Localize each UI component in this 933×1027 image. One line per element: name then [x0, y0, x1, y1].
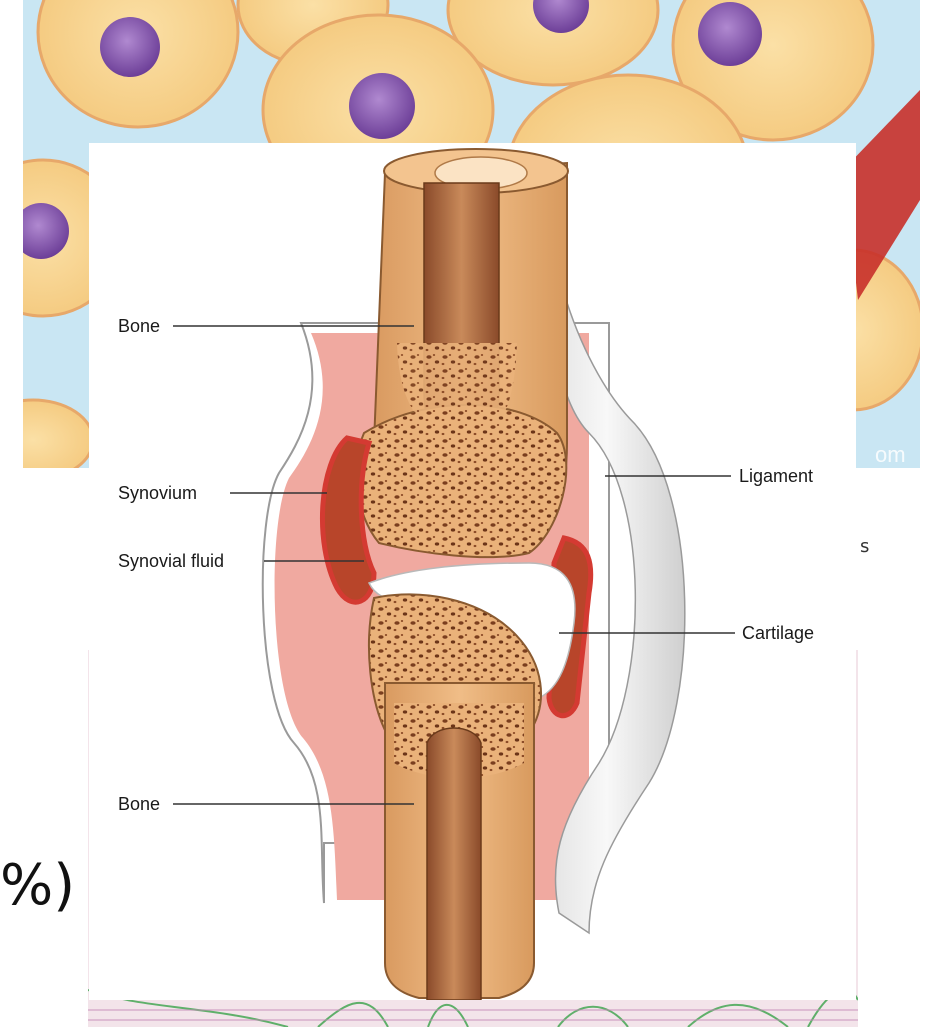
synovial-joint-diagram: Bone Synovium Synovial fluid Bone Ligame…: [89, 143, 856, 1000]
label-synovial-fluid: Synovial fluid: [118, 552, 224, 570]
partial-background-text-right: s: [860, 536, 869, 557]
label-bone-bottom: Bone: [118, 795, 160, 813]
watermark-fragment: om: [875, 442, 906, 467]
label-bone-top: Bone: [118, 317, 160, 335]
label-cartilage: Cartilage: [742, 624, 814, 642]
label-ligament: Ligament: [739, 467, 813, 485]
joint-illustration: [89, 143, 856, 1000]
lower-marrow-cavity: [427, 728, 481, 1000]
partial-background-text-left: %): [0, 858, 75, 914]
label-synovium: Synovium: [118, 484, 197, 502]
